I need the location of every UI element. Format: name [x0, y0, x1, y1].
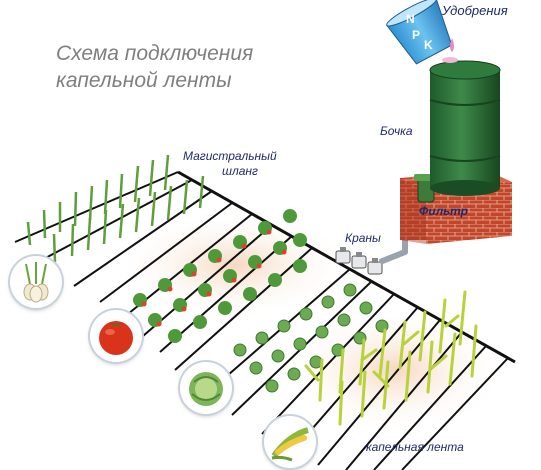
onion-plants [26, 154, 205, 263]
fertilizer-drop [450, 38, 454, 52]
title-line-2: капельной ленты [56, 69, 232, 92]
bucket-letter-n: N [406, 12, 415, 26]
bucket-letter-k: K [424, 38, 433, 52]
label-fertilizer: Удобрения [442, 3, 508, 18]
label-main-hose-1: Магистральный [183, 149, 277, 163]
bucket-letters: N P K [400, 10, 460, 60]
label-main-hose-2: шланг [222, 164, 258, 178]
cabbage-icon [180, 362, 232, 414]
label-taps: Краны [345, 231, 381, 245]
main-hose [177, 170, 516, 364]
bucket-letter-p: P [412, 28, 421, 42]
label-barrel: Бочка [380, 124, 413, 138]
onion-icon [10, 256, 62, 308]
label-drip-tape: капельная лента [366, 440, 464, 454]
diagram-title: Схема подключения капельной ленты [56, 40, 253, 94]
corn-plants [304, 290, 478, 426]
tomato-icon [90, 310, 142, 362]
taps [335, 247, 383, 275]
corn-icon [264, 416, 316, 468]
barrel [429, 60, 501, 196]
tomato-plants [133, 209, 307, 343]
title-line-1: Схема подключения [56, 42, 254, 65]
label-filter: Фильтр [419, 204, 468, 218]
